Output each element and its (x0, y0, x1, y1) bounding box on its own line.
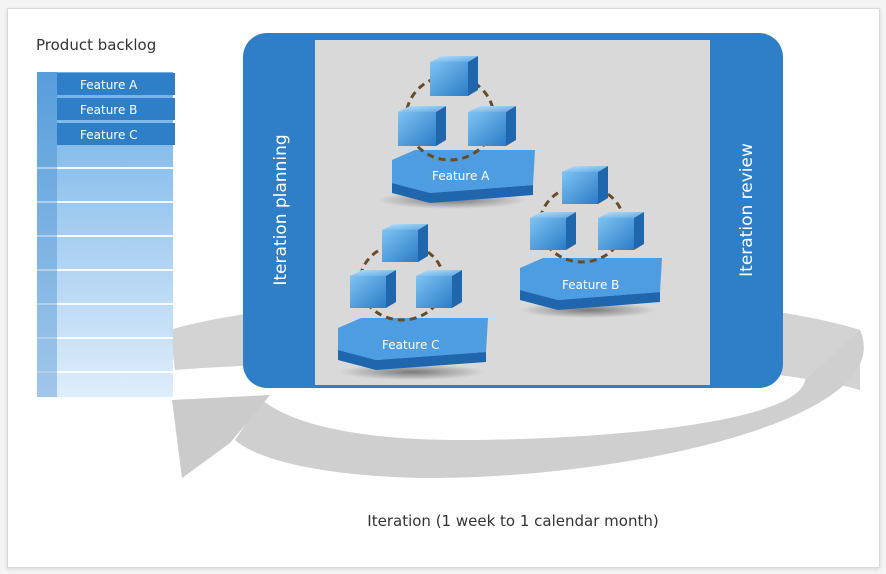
backlog-item-b-label: Feature B (80, 103, 137, 117)
feature-c-cluster: Feature C (338, 224, 488, 380)
backlog-item-a (57, 73, 175, 95)
feature-b-cluster: Feature B (520, 166, 662, 318)
backlog-item-a-label: Feature A (80, 78, 138, 92)
feature-c-slab-edge (338, 350, 486, 370)
feature-b-cube-right (598, 212, 644, 250)
feature-b-label: Feature B (562, 278, 619, 292)
product-backlog-stack: Product backlog Feature A Feature B Feat… (36, 36, 175, 397)
backlog-item-c-label: Feature C (80, 128, 138, 142)
backlog-stack-side (37, 72, 57, 397)
iteration-review-label: Iteration review (737, 143, 757, 277)
loop-front-band (235, 330, 864, 479)
feature-a-cube-top (430, 56, 478, 96)
feature-a-cube-left (398, 106, 446, 146)
backlog-stack-body (37, 72, 173, 397)
feature-a-label: Feature A (432, 169, 490, 183)
iteration-caption: Iteration (1 week to 1 calendar month) (367, 512, 658, 530)
feature-c-label: Feature C (382, 338, 440, 352)
feature-c-cube-top (382, 224, 428, 262)
feature-a-cluster: Feature A (377, 56, 535, 209)
feature-b-slab-top (520, 258, 662, 300)
feature-c-cube-right (416, 270, 462, 308)
feature-a-slab-edge (392, 183, 533, 203)
feature-c-slab-top (338, 318, 488, 360)
feature-b-slab-edge (520, 290, 660, 310)
backlog-stack-dividers (37, 167, 173, 373)
iteration-panel: Iteration planning Iteration review (243, 33, 783, 388)
backlog-title: Product backlog (36, 36, 156, 54)
feature-a-slab-top (392, 150, 535, 193)
backlog-item-c (57, 123, 175, 145)
backlog-item-b (57, 98, 175, 120)
iteration-planning-label: Iteration planning (271, 134, 291, 285)
feature-b-cube-left (530, 212, 576, 250)
feature-c-cube-left (350, 270, 396, 308)
feature-a-cube-right (468, 106, 516, 146)
loop-arrowhead (172, 395, 270, 478)
feature-b-cube-top (562, 166, 608, 204)
